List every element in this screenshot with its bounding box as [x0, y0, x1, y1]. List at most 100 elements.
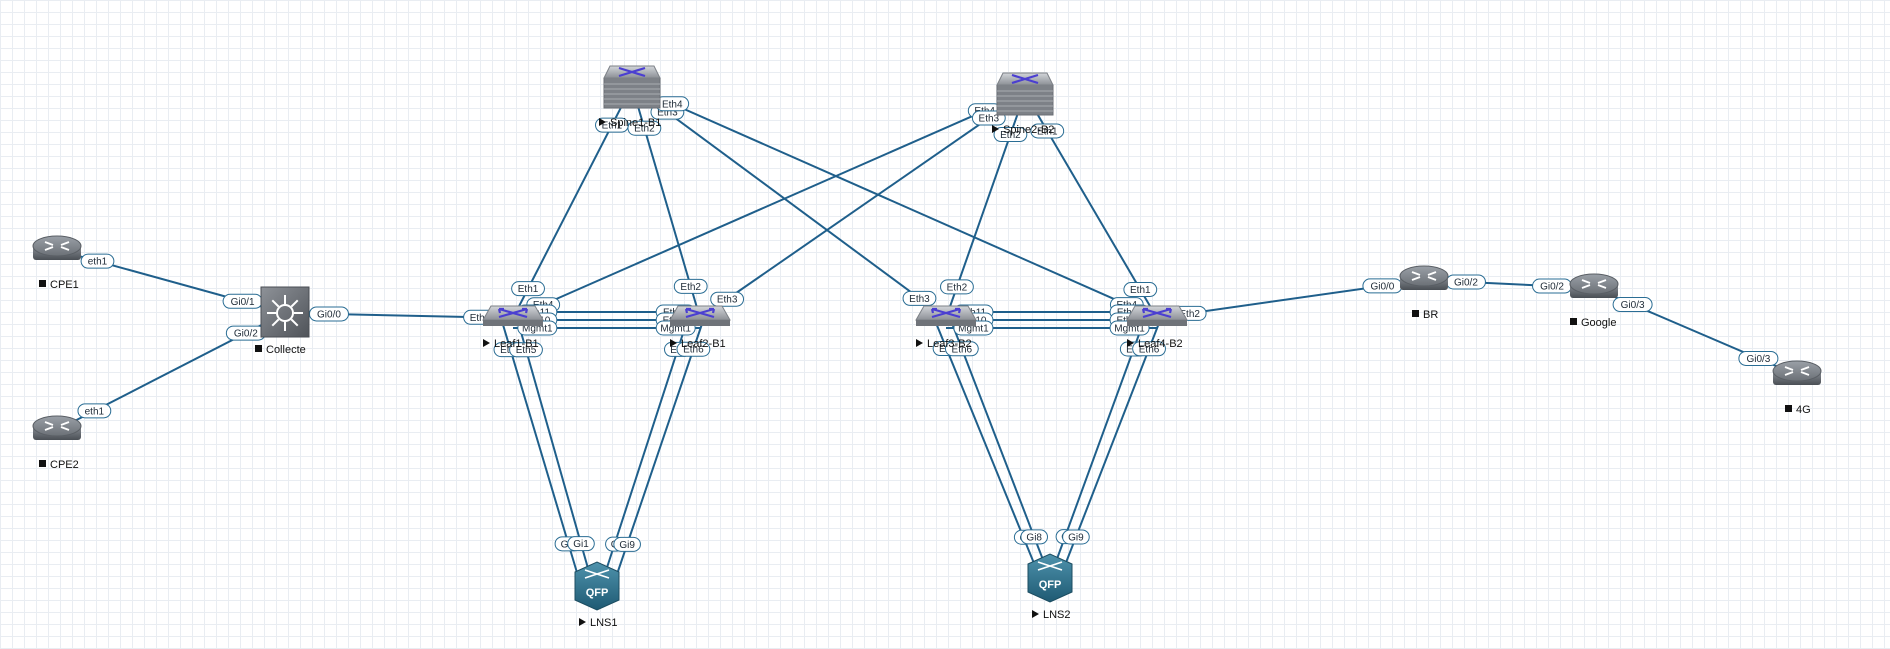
- port-label-lns2-gi8[interactable]: Gi8: [1020, 529, 1049, 545]
- port-label-spine2-eth1[interactable]: Eth1: [1030, 123, 1065, 139]
- node-spine2[interactable]: Spine2-B2: [992, 72, 1054, 136]
- port-label-leaf1-eth5[interactable]: Eth5: [509, 342, 543, 358]
- port-label-text: Gi9: [619, 540, 635, 551]
- port-label-text: Eth1: [602, 121, 623, 132]
- port-label-leaf2-eth6[interactable]: Eth6: [676, 341, 711, 357]
- port-label-br-gi0-0[interactable]: Gi0/0: [1362, 278, 1403, 294]
- router-arrows-icon: [44, 421, 70, 431]
- port-label-cpe2-eth1[interactable]: eth1: [77, 403, 112, 419]
- port-label-text: Eth1: [1037, 126, 1058, 137]
- node-collecte[interactable]: Collecte: [255, 286, 310, 356]
- links-layer: [56, 85, 1798, 587]
- port-label-text: Eth2: [1000, 130, 1021, 141]
- node-label: Leaf1-B1: [494, 338, 539, 350]
- node-label: Leaf2-B1: [681, 338, 726, 350]
- port-label-text: Eth4: [662, 99, 683, 110]
- port-label-lns2-gi9[interactable]: Gi9: [1062, 529, 1090, 545]
- port-label-text: Gi0/3: [1746, 354, 1770, 365]
- port-label-collecte-gi0-2[interactable]: Gi0/2: [225, 325, 266, 341]
- port-label-text: Gi0/2: [234, 329, 258, 340]
- port-label-br-gi0-2[interactable]: Gi0/2: [1445, 274, 1486, 290]
- node-label: Google: [1581, 317, 1616, 329]
- node-label: Collecte: [266, 344, 306, 356]
- port-label-4g-gi0-3[interactable]: Gi0/3: [1738, 350, 1779, 366]
- port-label-text: Eth2: [1179, 309, 1200, 320]
- node-leaf4[interactable]: Leaf4-B2: [1126, 305, 1188, 350]
- link-spine1-leaf3[interactable]: [631, 85, 947, 319]
- port-label-text: Gi0/1: [231, 297, 255, 308]
- port-label-spine1-eth4[interactable]: Eth4: [655, 96, 690, 112]
- port-label-text: Gi8: [1026, 532, 1042, 543]
- port-label-leaf2-eth3[interactable]: Eth3: [710, 291, 745, 307]
- port-label-leaf4-eth6[interactable]: Eth6: [1132, 341, 1166, 357]
- node-cpe2[interactable]: CPE2: [32, 415, 82, 471]
- port-label-text: Mgmt1: [1114, 324, 1145, 335]
- port-label-text: Eth6: [952, 344, 973, 355]
- router-arrows-icon: [1581, 279, 1607, 289]
- port-label-cpe1-eth1[interactable]: eth1: [80, 253, 115, 269]
- node-label: CPE2: [50, 459, 79, 471]
- node-label: Leaf4-B2: [1138, 338, 1183, 350]
- stopped-state-icon: [39, 460, 46, 467]
- node-leaf2[interactable]: Leaf2-B1: [669, 305, 731, 350]
- switch-arrows-icon: [618, 66, 646, 78]
- port-label-spine2-eth2[interactable]: Eth2: [993, 127, 1028, 143]
- port-label-text: Gi0/0: [317, 309, 341, 320]
- node-label: 4G: [1796, 404, 1811, 416]
- node-leaf1[interactable]: Leaf1-B1: [482, 305, 544, 350]
- port-label-text: Gi0/2: [1540, 282, 1564, 293]
- link-spine2-leaf2[interactable]: [699, 92, 1026, 319]
- port-label-google-gi0-2[interactable]: Gi0/2: [1532, 278, 1573, 294]
- port-label-text: Eth2: [470, 313, 491, 324]
- node-label: LNS1: [590, 617, 618, 629]
- port-label-text: Mgmt1: [660, 324, 691, 335]
- node-br[interactable]: BR: [1399, 265, 1449, 321]
- switch-arrows-icon: [1011, 73, 1039, 85]
- hub-star-icon: [267, 295, 303, 331]
- port-label-text: Eth3: [979, 114, 1000, 125]
- running-state-icon: [916, 339, 923, 347]
- stopped-state-icon: [1785, 405, 1792, 412]
- router-arrows-icon: [1411, 271, 1437, 281]
- stopped-state-icon: [255, 345, 262, 352]
- port-label-text: Eth6: [1139, 344, 1160, 355]
- qfp-arrows-icon: [1037, 561, 1063, 571]
- node-label: BR: [1423, 309, 1438, 321]
- node-leaf3[interactable]: Leaf3-B2: [915, 305, 977, 350]
- running-state-icon: [1032, 610, 1039, 618]
- port-label-text: Gi0/0: [1370, 281, 1394, 292]
- port-label-text: Eth2: [680, 282, 701, 293]
- port-label-lns1-gi9[interactable]: Gi9: [613, 536, 641, 552]
- running-state-icon: [579, 618, 586, 626]
- running-state-icon: [599, 118, 606, 126]
- link-spine1-leaf4[interactable]: [631, 85, 1158, 319]
- port-label-collecte-gi0-1[interactable]: Gi0/1: [222, 293, 263, 309]
- port-label-spine1-eth2[interactable]: Eth2: [627, 120, 662, 136]
- qfp-arrows-icon: [584, 569, 610, 579]
- node-4g[interactable]: 4G: [1772, 360, 1822, 416]
- node-google[interactable]: Google: [1569, 273, 1619, 329]
- port-label-leaf3-eth3[interactable]: Eth3: [902, 290, 937, 306]
- port-label-text: Gi0/3: [1621, 300, 1645, 311]
- running-state-icon: [670, 339, 677, 347]
- port-label-text: Eth2: [947, 282, 968, 293]
- stopped-state-icon: [1570, 318, 1577, 325]
- switch-arrows-icon: [1141, 307, 1173, 319]
- link-spine2-leaf1[interactable]: [512, 92, 1026, 319]
- port-label-leaf3-eth2[interactable]: Eth2: [940, 279, 974, 295]
- node-spine1[interactable]: Spine1-B1: [599, 65, 661, 129]
- port-label-leaf2-eth2[interactable]: Eth2: [673, 278, 708, 294]
- port-label-text: eth1: [85, 406, 105, 417]
- port-label-leaf4-eth1[interactable]: Eth1: [1123, 282, 1158, 298]
- port-label-google-gi0-3[interactable]: Gi0/3: [1612, 297, 1653, 313]
- port-label-leaf1-eth1[interactable]: Eth1: [511, 281, 545, 297]
- node-cpe1[interactable]: CPE1: [32, 235, 82, 291]
- port-label-collecte-gi0-0[interactable]: Gi0/0: [308, 306, 349, 322]
- port-label-lns1-gi1[interactable]: Gi1: [567, 536, 595, 552]
- port-label-leaf3-eth6[interactable]: Eth6: [944, 341, 979, 357]
- running-state-icon: [1127, 339, 1134, 347]
